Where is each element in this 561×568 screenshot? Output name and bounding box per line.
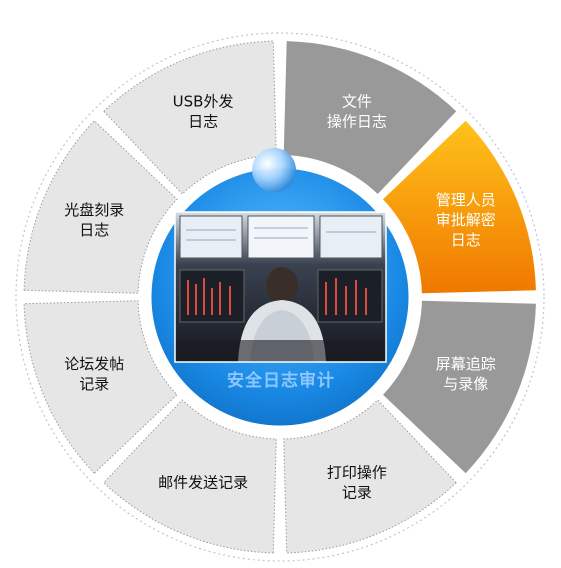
segment-label-line: 屏幕追踪 [436,355,496,373]
segment-label-line: 日志 [451,231,481,249]
segment-label-line: 打印操作 [327,464,387,482]
segment-shape [103,399,277,554]
segment-label-line: 日志 [79,221,109,239]
segment-shape [23,120,178,294]
segment-shape [383,300,536,474]
center-photo [175,212,386,362]
segment-label-line: 邮件发送记录 [158,474,248,492]
segment-label-line: 管理人员 [436,191,496,209]
segment-label-line: 论坛发帖 [64,355,124,373]
segment-label-line: 操作日志 [327,112,387,130]
outer-ring [15,32,545,562]
segment-label-line: 文件 [342,92,372,110]
segment-label-line: 与录像 [443,375,488,393]
segment-shape [383,120,536,294]
segment-shape [23,300,178,474]
segment-label-line: 记录 [79,375,109,393]
segment-label-line: 日志 [188,112,218,130]
bubble-icon [252,148,296,192]
segment-shape [283,399,457,554]
segment-label-line: 光盘刻录 [64,201,124,219]
center-title: 安全日志审计 [227,370,335,391]
segment-email-send-record: 邮件发送记录 [103,399,277,554]
segment-label-line: 记录 [342,484,372,502]
segment-label-line: 审批解密 [436,211,496,229]
segment-shape [103,40,277,195]
center-hub: 安全日志审计 [148,148,412,429]
segment-label-line: USB外发 [173,92,234,110]
segment-ring: 文件操作日志管理人员审批解密日志屏幕追踪与录像打印操作记录邮件发送记录论坛发帖记… [23,40,536,554]
segment-shape [283,41,457,194]
